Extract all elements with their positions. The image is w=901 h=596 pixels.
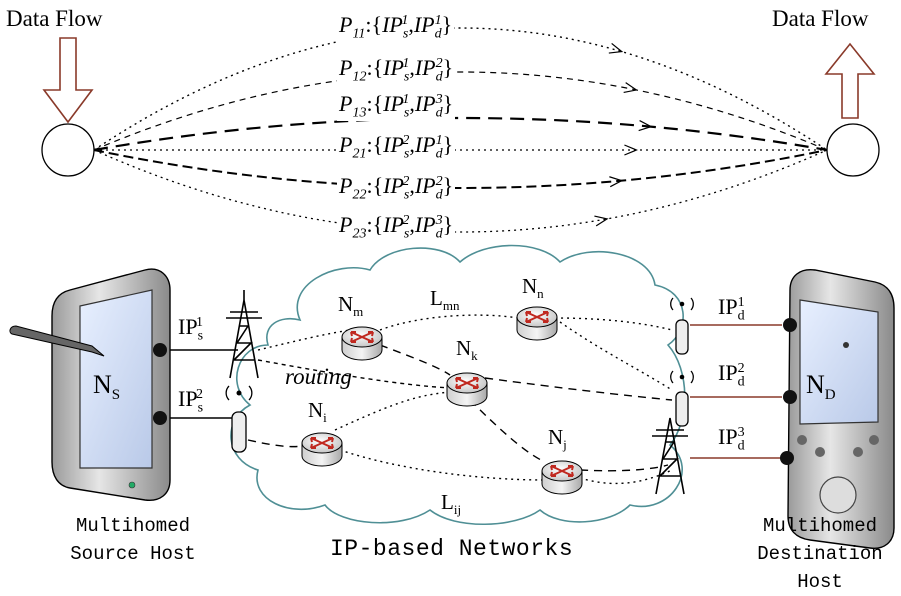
router-label-Ni: Ni (308, 398, 327, 426)
destination-data-flow-arrow (824, 42, 876, 119)
left-data-flow-label: Data Flow (6, 6, 103, 31)
link-nk-dst2 (484, 377, 673, 401)
destination-node-circle (826, 123, 880, 177)
router-label-Nn: Nn (522, 274, 544, 302)
path-curve-12 (93, 71, 828, 151)
path-arrow-22 (609, 176, 624, 188)
destination-host-caption: Multihomed Destination Host (757, 515, 883, 593)
path-label-11: P11:{IPs1,IPd1} (337, 12, 455, 43)
path-label-22: P22:{IPs2,IPd2} (337, 173, 456, 204)
link-ap2-ni (247, 439, 303, 448)
source-data-flow-arrow (42, 37, 94, 124)
routing-label: routing (285, 364, 352, 389)
path-arrow-13 (638, 120, 653, 132)
router-Nm (341, 326, 383, 361)
link-nm-nn (379, 314, 519, 331)
path-curve-11 (93, 27, 828, 151)
router-Ni (301, 432, 343, 467)
dst-ip-label-1: IPd1 (718, 294, 745, 324)
destination-node-label: ND (806, 370, 836, 404)
source-node-label: NS (93, 370, 121, 404)
src-ip-label-1: IPs1 (178, 314, 204, 344)
dest-wifi-access-point-1 (670, 297, 694, 355)
routers (301, 306, 583, 495)
right-data-flow-label: Data Flow (772, 6, 869, 31)
link-nn-dst (554, 317, 673, 331)
dst-ip-label-2: IPd2 (718, 360, 745, 390)
destination-host-device (780, 269, 895, 549)
source-wifi-access-point (225, 385, 253, 453)
path-label-21: P21:{IPs2,IPd1} (337, 132, 456, 163)
dest-cell-tower (652, 417, 688, 495)
path-label-12: P12:{IPs1,IPd2} (337, 55, 456, 86)
diagram-canvas (9, 27, 895, 549)
path-label-23: P23:{IPs2,IPd3} (337, 212, 456, 243)
router-label-Nm: Nm (338, 292, 364, 320)
path-curve-22 (93, 149, 828, 189)
network-links (167, 314, 782, 485)
dst-ip-label-3: IPd3 (718, 424, 745, 454)
router-Nj (541, 460, 583, 495)
path-curve-13 (93, 116, 828, 152)
router-label-Nj: Nj (548, 425, 567, 453)
path-label-13: P13:{IPs1,IPd3} (337, 91, 456, 122)
path-arrow-21 (624, 144, 638, 156)
router-label-Nk: Nk (456, 336, 478, 364)
path-arrow-11 (608, 42, 624, 54)
link-label-Lij: Lij (441, 490, 462, 518)
link-nm-nk (379, 344, 451, 376)
link-nk-nj (469, 399, 546, 463)
source-host-caption: Multihomed Source Host (70, 515, 196, 565)
source-cell-tower (226, 290, 262, 379)
source-node-circle (41, 123, 95, 177)
router-Nn (516, 306, 558, 341)
link-ni-nj (339, 449, 546, 481)
src-ip-label-2: IPs2 (178, 386, 204, 416)
link-tower1-nm (257, 329, 351, 351)
dest-wifi-access-point-2 (670, 370, 694, 427)
path-arrow-12 (623, 82, 638, 94)
link-label-Lmn: Lmn (430, 286, 460, 314)
source-host-device (9, 268, 171, 501)
network-label: IP-based Networks (330, 536, 574, 562)
path-curve-23 (93, 149, 828, 233)
router-Nk (446, 372, 488, 407)
path-arrow-23 (594, 215, 609, 227)
multipath-diagram: Data Flow Data Flow P11:{IPs1,IPd1} P12:{… (6, 6, 895, 593)
path-curves (93, 27, 828, 233)
